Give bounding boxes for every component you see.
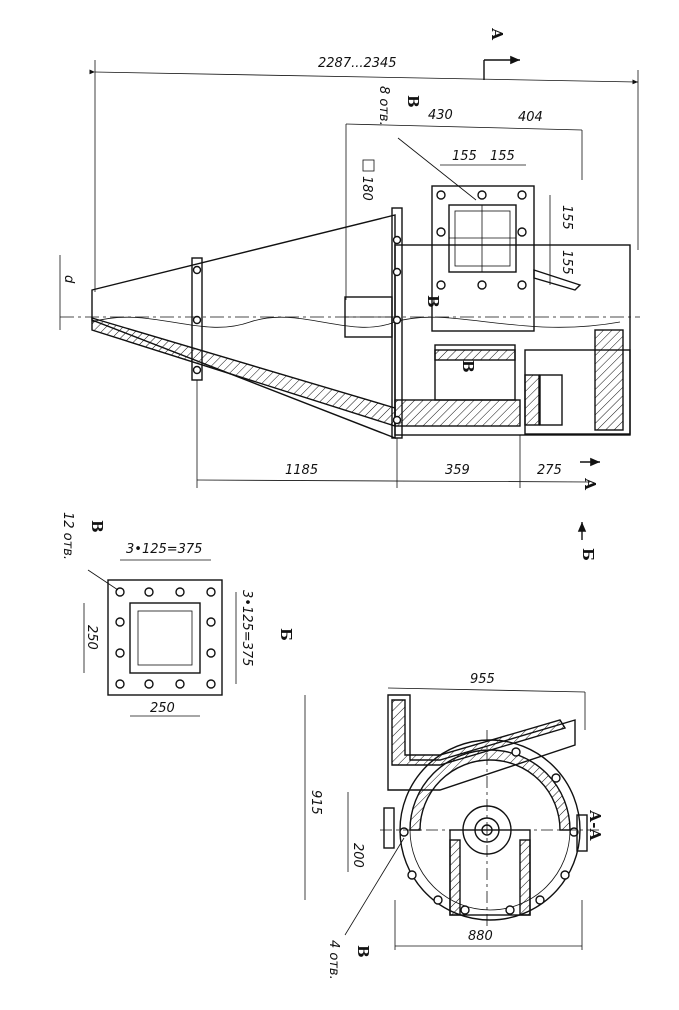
- end-insulation: [594, 329, 624, 431]
- mark-v-5: В: [354, 945, 372, 958]
- dim-holes-top: 8 отв.: [376, 86, 391, 126]
- mark-v-1: В: [404, 95, 422, 108]
- cone-lining: [91, 317, 396, 427]
- dim-d: d: [61, 275, 76, 284]
- cylinder-body: [394, 244, 631, 436]
- dim-404: 404: [518, 110, 543, 125]
- dim-1185: 1185: [285, 463, 318, 478]
- view-b-title: Б: [277, 628, 295, 641]
- dim-flange-top: 3•125=375: [126, 542, 202, 557]
- dim-155-b: 155: [490, 149, 515, 164]
- dim-155-v2: 155: [559, 250, 574, 275]
- trough: [449, 829, 531, 916]
- dim-880: 880: [468, 929, 493, 944]
- section-a-top: А: [488, 28, 506, 41]
- flange-plate: [107, 579, 223, 696]
- mark-v-3: В: [459, 360, 477, 373]
- section-aa-title: А-А: [586, 810, 604, 841]
- inner-tube: [434, 344, 516, 401]
- dim-end-holes: 4 отв.: [326, 940, 341, 980]
- section-aa: 955 915 200 880 4 отв. В А-А: [304, 672, 604, 980]
- break-line: [91, 316, 621, 328]
- shell-bolts: [399, 747, 579, 915]
- inlet-duct: [387, 694, 576, 791]
- dim-flange-250v: 250: [84, 625, 99, 650]
- outlet-window: [448, 204, 517, 273]
- outlet-flange: [431, 185, 535, 332]
- dim-359: 359: [445, 463, 470, 478]
- flange-bolts: [115, 587, 216, 689]
- dim-275: 275: [537, 463, 562, 478]
- side-view: 2287...2345 430 404 8 отв. В 155 155 155…: [59, 28, 640, 491]
- view-b-arrow-label: Б: [579, 548, 597, 561]
- outlet-bolts: [436, 190, 527, 290]
- dim-915: 915: [308, 790, 323, 815]
- dim-flange-250h: 250: [150, 701, 175, 716]
- dim-155-v1: 155: [559, 205, 574, 230]
- cylinder-lining: [394, 399, 521, 427]
- dim-square-180: 180: [359, 176, 374, 201]
- dim-flange-side: 3•125=375: [239, 590, 254, 666]
- dim-155-a: 155: [452, 149, 477, 164]
- section-a-bottom: А: [581, 478, 599, 491]
- dim-200: 200: [350, 843, 365, 868]
- flange-view: 3•125=375 3•125=375 250 250 12 отв. В Б: [60, 512, 295, 717]
- mark-v-2: В: [424, 295, 442, 308]
- dim-flange-holes: 12 отв.: [60, 512, 75, 560]
- mark-v-4: В: [88, 520, 106, 533]
- dim-955: 955: [470, 672, 495, 687]
- dim-total-length: 2287...2345: [318, 56, 397, 71]
- dim-430: 430: [428, 108, 453, 123]
